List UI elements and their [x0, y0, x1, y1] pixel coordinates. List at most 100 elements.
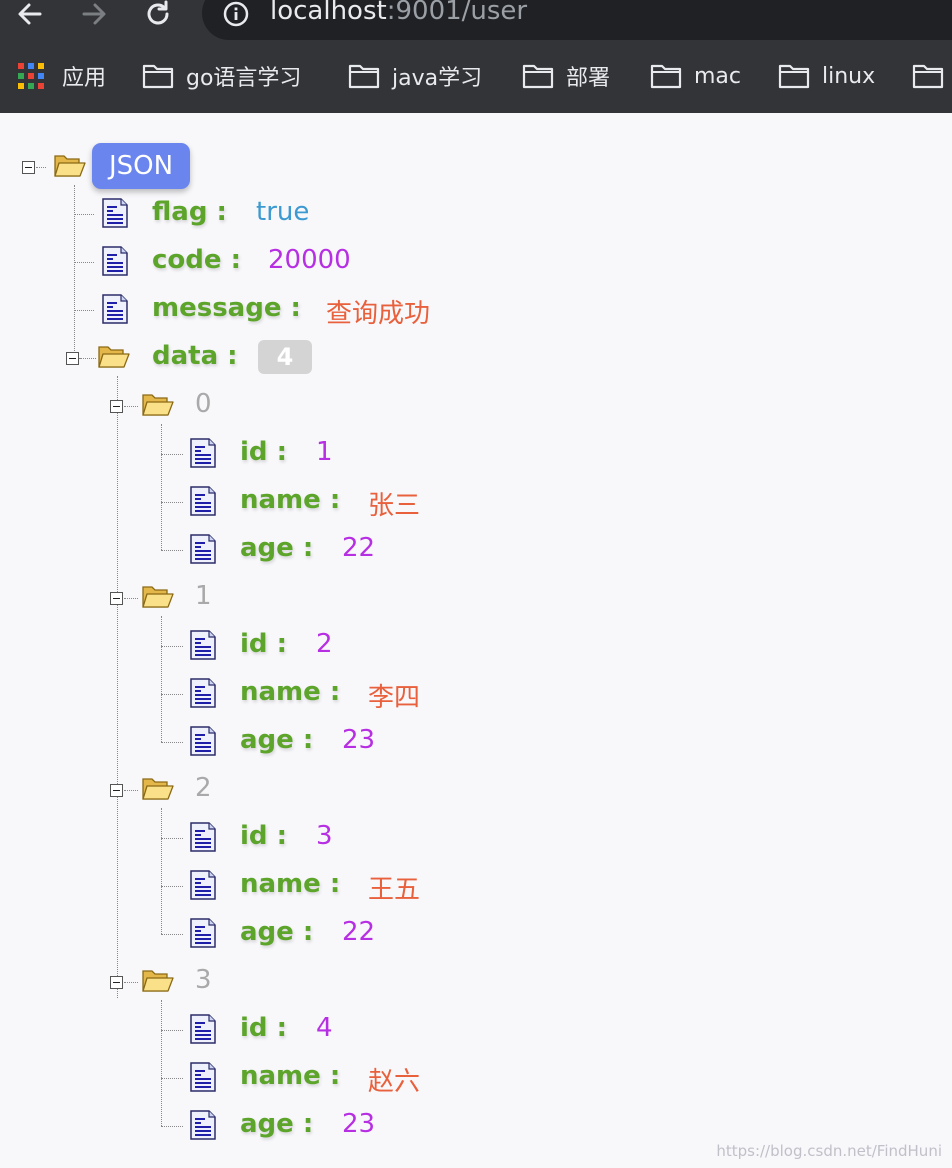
bookmark-label: java学习 [392, 66, 483, 91]
array-count-badge: 4 [258, 340, 312, 374]
item-age-value: 22 [342, 533, 376, 563]
address-bar[interactable] [202, 0, 952, 40]
bookmark-folder-go[interactable]: go语言学习 [142, 58, 301, 94]
folder-icon [778, 64, 810, 89]
item-id-key: id : [240, 629, 287, 659]
folder-icon [142, 64, 174, 89]
document-icon [190, 438, 216, 472]
data-key: data : [152, 341, 238, 371]
item-name-key: name : [240, 869, 341, 899]
bookmark-apps[interactable]: 应用 [18, 58, 106, 94]
open-folder-icon [54, 153, 86, 183]
url-path: :9001/user [386, 0, 528, 26]
tree-connector [74, 262, 94, 263]
tree-connector [124, 982, 138, 983]
tree-connector [161, 454, 183, 455]
document-icon [190, 534, 216, 568]
tree-connector [161, 934, 183, 935]
bookmark-folder-mac[interactable]: mac [650, 58, 741, 94]
tree-connector [161, 616, 162, 742]
item-name-key: name : [240, 677, 341, 707]
item-id-value: 4 [316, 1013, 333, 1043]
open-folder-icon [142, 584, 174, 614]
tree-connector [161, 742, 183, 743]
tree-connector [36, 167, 46, 168]
tree-connector [161, 808, 162, 934]
document-icon [102, 294, 128, 328]
back-arrow-icon [18, 3, 42, 25]
document-icon [102, 246, 128, 280]
apps-grid-icon [18, 63, 44, 89]
document-icon [102, 198, 128, 232]
item-age-value: 22 [342, 917, 376, 947]
back-button[interactable] [10, 0, 50, 34]
open-folder-icon [142, 392, 174, 422]
item-id-value: 3 [316, 821, 333, 851]
tree-connector [161, 1030, 183, 1031]
document-icon [190, 486, 216, 520]
array-index: 0 [195, 389, 212, 419]
field-key: flag : [152, 197, 227, 227]
field-value: true [256, 197, 310, 227]
item-collapse-toggle[interactable] [110, 400, 123, 413]
document-icon [190, 726, 216, 760]
open-folder-icon [142, 776, 174, 806]
item-age-value: 23 [342, 725, 376, 755]
forward-arrow-icon [82, 3, 106, 25]
open-folder-icon [142, 968, 174, 998]
bookmark-label: go语言学习 [186, 66, 302, 91]
array-index: 2 [195, 773, 212, 803]
tree-connector [161, 694, 183, 695]
bookmark-label: 部署 [566, 66, 611, 91]
document-icon [190, 1062, 216, 1096]
json-root-badge[interactable]: JSON [92, 143, 190, 189]
tree-connector [161, 502, 183, 503]
bookmark-label: 应用 [62, 66, 107, 91]
site-info-icon[interactable] [222, 0, 250, 28]
url-host: localhost [270, 0, 387, 26]
url-text[interactable]: localhost:9001/user [270, 0, 527, 26]
item-name-value: 王五 [368, 875, 421, 905]
bookmark-folder-deploy[interactable]: 部署 [522, 58, 610, 94]
reload-button[interactable] [138, 0, 178, 34]
tree-connector [161, 838, 183, 839]
item-name-key: name : [240, 485, 341, 515]
document-icon [190, 1014, 216, 1048]
document-icon [190, 678, 216, 712]
item-age-key: age : [240, 917, 314, 947]
folder-icon [348, 64, 380, 89]
folder-icon [912, 64, 944, 89]
tree-connector [161, 1126, 183, 1127]
bookmark-label: linux [822, 63, 876, 89]
item-collapse-toggle[interactable] [110, 976, 123, 989]
bookmark-folder-java[interactable]: java学习 [348, 58, 482, 94]
tree-connector [74, 214, 94, 215]
document-icon [190, 630, 216, 664]
item-id-key: id : [240, 1013, 287, 1043]
root-collapse-toggle[interactable] [22, 161, 35, 174]
tree-connector [124, 406, 138, 407]
tree-connector [74, 358, 84, 359]
bookmark-folder-linux[interactable]: linux [778, 58, 875, 94]
item-age-key: age : [240, 533, 314, 563]
bookmark-label: mac [694, 63, 742, 89]
bookmarks-bar: 应用 go语言学习 java学习 部署 mac linux [0, 58, 952, 94]
array-index: 1 [195, 581, 212, 611]
item-name-value: 李四 [368, 683, 421, 713]
field-key: code : [152, 245, 241, 275]
item-name-key: name : [240, 1061, 341, 1091]
forward-button[interactable] [74, 0, 114, 34]
tree-connector [80, 358, 96, 359]
item-collapse-toggle[interactable] [110, 592, 123, 605]
tree-connector [161, 1000, 162, 1126]
bookmark-folder-more[interactable] [912, 58, 944, 94]
item-age-value: 23 [342, 1109, 376, 1139]
item-age-key: age : [240, 1109, 314, 1139]
field-value: 查询成功 [326, 299, 431, 329]
item-id-key: id : [240, 821, 287, 851]
item-collapse-toggle[interactable] [110, 784, 123, 797]
tree-connector [161, 550, 183, 551]
data-collapse-toggle[interactable] [66, 352, 79, 365]
tree-connector [124, 790, 138, 791]
